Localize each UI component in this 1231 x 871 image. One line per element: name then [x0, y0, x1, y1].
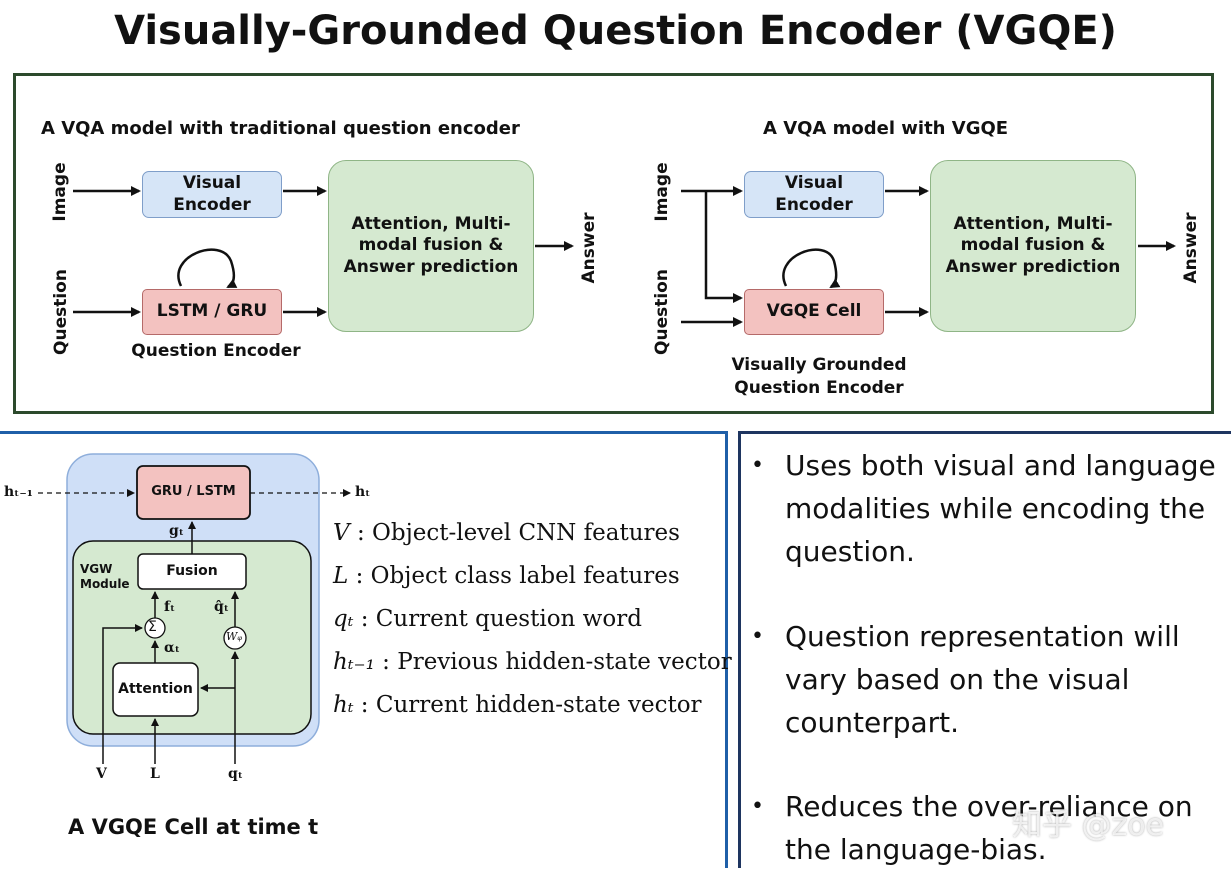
- v-input-label: V: [96, 766, 107, 782]
- legend-text: : Object class label features: [355, 563, 680, 589]
- recurrent-loop-left: [177, 248, 238, 289]
- question-input-label: Question: [652, 269, 672, 355]
- next-state-label: hₜ: [355, 484, 371, 500]
- legend-item: L : Object class label features: [333, 563, 680, 589]
- legend-item: qₜ : Current question word: [333, 606, 642, 632]
- legend-text: : Object-level CNN features: [356, 520, 680, 546]
- cell-diagram: [38, 453, 351, 764]
- sum-symbol: Σ: [148, 619, 157, 635]
- slide-title: Visually-Grounded Question Encoder (VGQE…: [114, 8, 1117, 54]
- question-input-label: Question: [51, 269, 71, 355]
- fusion-label: Fusion: [166, 562, 218, 579]
- image-input-label: Image: [50, 162, 70, 222]
- legend-item: hₜ₋₁ : Previous hidden-state vector: [333, 649, 732, 675]
- legend-symbol: hₜ₋₁: [333, 649, 375, 675]
- top-arrows: [73, 186, 1176, 327]
- vgqe-cell-panel: GRU / LSTM hₜ₋₁ hₜ gₜ VGW Module Fusion …: [0, 431, 732, 868]
- legend-symbol: qₜ: [333, 606, 354, 632]
- vgw-module-label: VGW Module: [80, 562, 130, 591]
- legend-item: V : Object-level CNN features: [333, 520, 680, 546]
- legend-item: hₜ : Current hidden-state vector: [333, 692, 702, 718]
- bullet-dot: •: [751, 453, 764, 478]
- cell-caption: A VGQE Cell at time t: [68, 815, 319, 839]
- bullet-text: Reduces the over-reliance on the languag…: [785, 790, 1193, 866]
- l-input-label: L: [150, 766, 160, 782]
- watermark: 知乎 @zoe: [1012, 808, 1165, 843]
- recurrent-loop-right: [782, 248, 841, 289]
- g-label: gₜ: [169, 523, 184, 539]
- legend-text: : Current question word: [360, 606, 642, 632]
- visual-encoder-box: Visual Encoder: [142, 171, 282, 218]
- image-input-label: Image: [652, 162, 672, 222]
- bullet-item: • Question representation will vary base…: [751, 615, 1225, 744]
- vgqe-cell-box: VGQE Cell: [744, 289, 884, 335]
- bullet-text: Question representation will vary based …: [785, 620, 1180, 739]
- gru-lstm-label: GRU / LSTM: [151, 484, 236, 500]
- answer-output-label: Answer: [1181, 212, 1201, 284]
- wq-label: Wᵩ: [226, 630, 243, 643]
- image-to-cell-arrow: [704, 191, 743, 303]
- bullet-dot: •: [751, 624, 764, 649]
- bullet-item: • Uses both visual and language modaliti…: [751, 444, 1225, 573]
- legend-symbol: hₜ: [333, 692, 354, 718]
- question-encoder-caption: Question Encoder: [131, 341, 301, 361]
- alpha-label: αₜ: [164, 640, 180, 656]
- left-diagram-heading: A VQA model with traditional question en…: [41, 118, 520, 139]
- answer-output-label: Answer: [579, 212, 599, 284]
- legend-symbol: L: [333, 563, 349, 589]
- vgqe-caption-line1: Visually Grounded: [731, 355, 907, 375]
- v-input-arrow: [102, 624, 143, 764]
- visual-encoder-box: Visual Encoder: [744, 171, 884, 218]
- attention-label: Attention: [118, 680, 193, 697]
- top-comparison-panel: A VQA model with traditional question en…: [13, 73, 1214, 414]
- right-diagram-heading: A VQA model with VGQE: [763, 118, 1009, 139]
- legend-text: : Previous hidden-state vector: [382, 649, 732, 675]
- lstm-gru-box: LSTM / GRU: [142, 289, 282, 335]
- fusion-box: Attention, Multi-modal fusion & Answer p…: [328, 160, 534, 332]
- bullet-item: • Reduces the over-reliance on the langu…: [751, 785, 1225, 871]
- legend-text: : Current hidden-state vector: [360, 692, 702, 718]
- legend-symbol: V: [333, 520, 350, 546]
- prev-state-label: hₜ₋₁: [4, 484, 33, 500]
- vgqe-caption-line2: Question Encoder: [734, 378, 904, 398]
- f-label: fₜ: [164, 599, 176, 615]
- bullet-text: Uses both visual and language modalities…: [785, 449, 1216, 568]
- q-hat-label: q̂ₜ: [214, 599, 229, 615]
- key-points-panel: • Uses both visual and language modaliti…: [738, 431, 1231, 868]
- fusion-box: Attention, Multi-modal fusion & Answer p…: [930, 160, 1136, 332]
- bullet-dot: •: [751, 794, 764, 819]
- q-input-label: qₜ: [228, 766, 243, 782]
